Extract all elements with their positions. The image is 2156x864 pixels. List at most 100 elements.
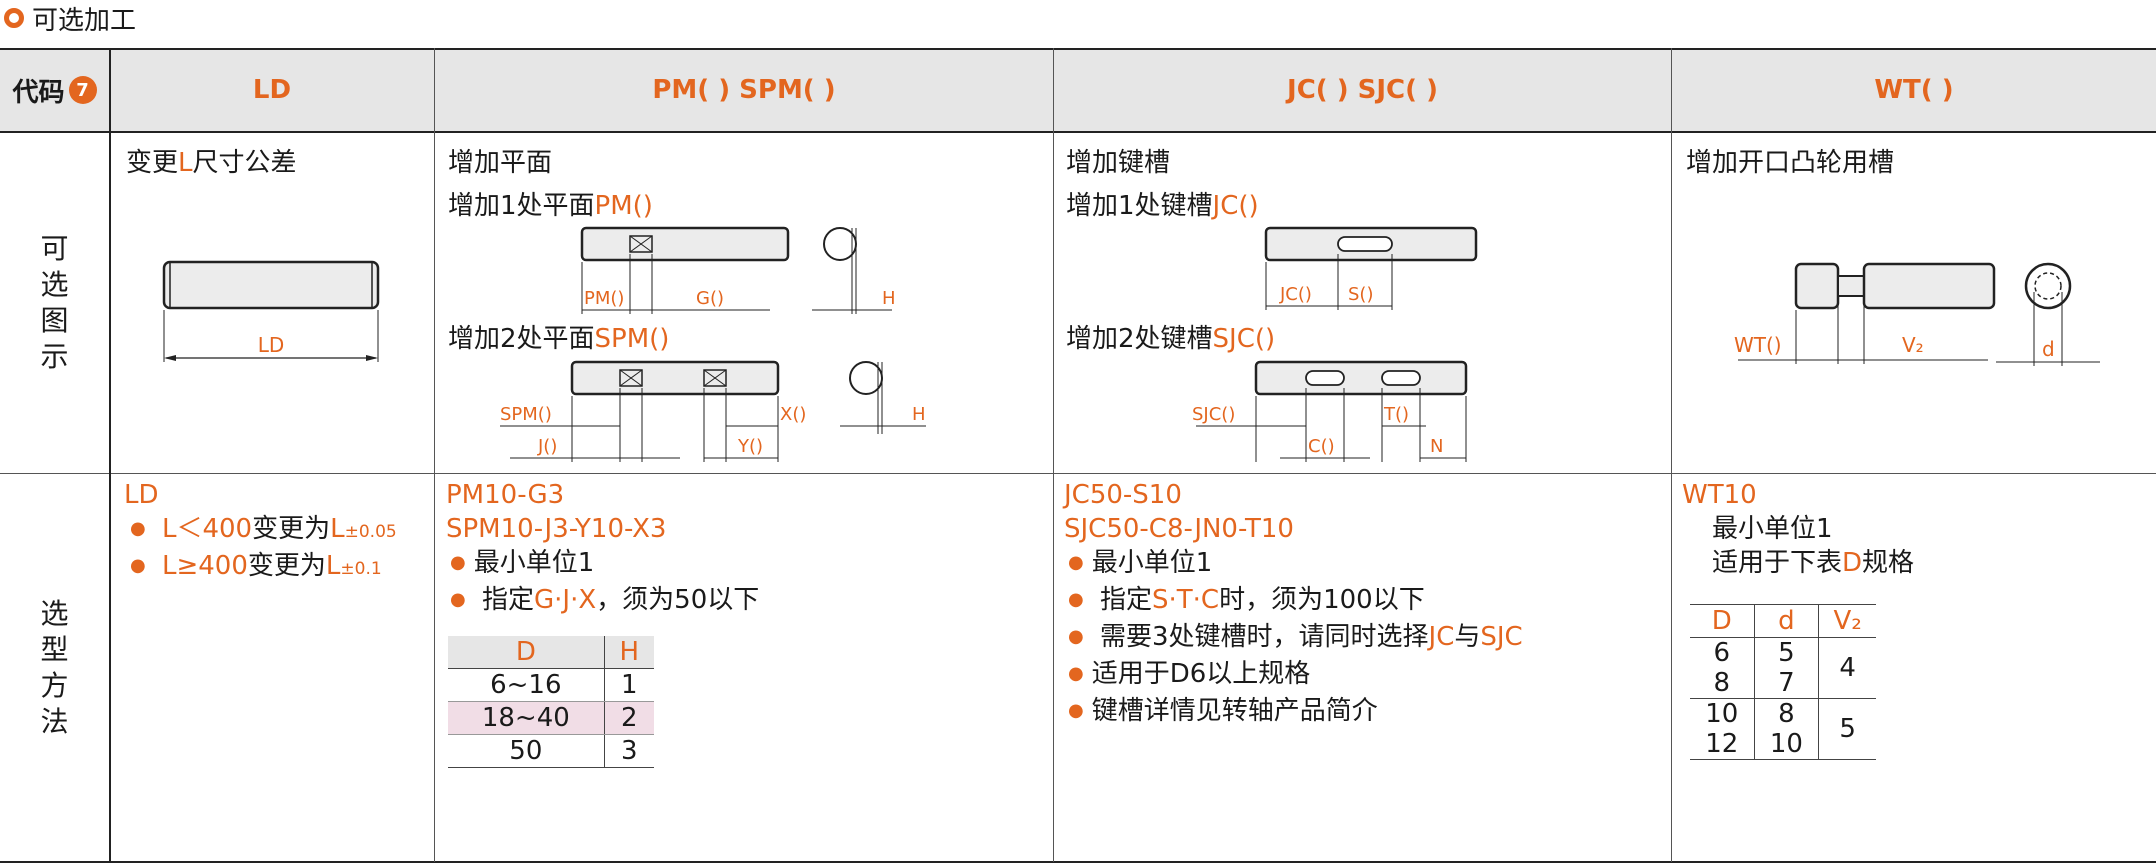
column-divider-2 [1053,48,1054,862]
wt-dim-v2: V₂ [1902,333,1924,357]
row-label-diagram: 可 选 图 示 [0,133,109,473]
label-column-divider [109,48,111,862]
jc-item-5: 键槽详情见转轴产品简介 [1068,694,1523,731]
ld-opt2-sub: ±0.1 [340,559,382,579]
wt-table-header-d: D [1690,604,1755,638]
section-title-text: 可选加工 [32,5,137,36]
wt-line2-hl: D [1842,548,1863,578]
ld-title-post: 尺寸公差 [192,148,297,178]
jc-item3-hl1: JC [1428,622,1455,652]
pm-dim-j: J() [537,436,557,457]
table-row: 6 5 4 [1690,637,1876,699]
row-label-char: 选 [40,596,69,630]
row-divider [0,473,2156,474]
pm-dim-pm: PM() [584,288,624,309]
table-cell: 10 [1754,729,1820,760]
jc-sub2: 增加2处键槽SJC() [1066,322,1275,356]
jc-sub1-pre: 增加1处键槽 [1066,191,1213,221]
table-row: 12 10 [1690,729,1876,760]
jc-item-1: 最小单位1 [1068,546,1523,583]
wt-line-1: 最小单位1 [1712,514,1833,544]
header-jc: JC( ) SJC( ) [1287,75,1438,105]
jc-dim-t: T() [1383,404,1409,425]
header-wt: WT( ) [1874,75,1954,105]
table-header-background [0,49,2156,131]
table-cell: 1 [604,668,654,702]
code-badge: 7 [68,76,97,104]
table-row: 10 8 5 [1690,698,1876,760]
wt-dim-d: d [2042,337,2055,361]
pm-diagram-title: 增加平面 [448,148,553,178]
jc-double-keyway-drawing: SJC() T() C() N [1192,360,1468,462]
pm-dim-spm: SPM() [500,404,552,425]
wt-line2-post: 规格 [1862,548,1915,578]
table-cell: 7 [1754,668,1820,699]
jc-item3-pre: 需要3处键槽时，请同时选择 [1099,622,1429,652]
jc-code-2: SJC50-C8-JN0-T10 [1064,514,1294,544]
jc-sub2-hl: SJC() [1212,324,1276,354]
jc-item-2: 指定S·T·C时，须为100以下 [1068,583,1523,620]
table-cell: 6 [1690,637,1755,668]
jc-item3-mid: 与 [1454,622,1481,652]
table-cell: 3 [604,734,654,768]
jc-item2-hl: S·T·C [1152,585,1220,615]
header-ld: LD [252,75,292,105]
wt-line2-pre: 适用于下表 [1712,548,1843,578]
jc-sub1-hl: JC() [1212,191,1259,221]
jc-single-keyway-drawing: JC() S() [1264,226,1478,310]
pm-double-flat-drawing: SPM() J() Y() X() H [500,360,926,462]
code-header-label: 代码 [12,77,65,108]
ld-opt1-hl: L [330,514,345,544]
wt-dim-wt: WT() [1734,333,1782,357]
row-label-char: 可 [40,232,69,265]
jc-item3-hl2: SJC [1480,622,1523,652]
table-row: 50 3 [448,734,654,768]
jc-item-3: 需要3处键槽时，请同时选择JC与SJC [1068,620,1523,657]
pm-dim-h2: H [912,404,926,425]
table-cell: 5 [1754,637,1820,668]
ld-shaft-drawing: LD [162,260,380,362]
wt-diagram-title: 增加开口凸轮用槽 [1686,148,1895,178]
pm-item-2: 指定G·J·X，须为50以下 [450,583,759,620]
table-row: 8 7 [1690,668,1876,699]
ld-dim-label: LD [258,333,285,357]
pm-sub2-pre: 增加2处平面 [448,324,595,354]
jc-diagram-title: 增加键槽 [1066,148,1171,178]
jc-item2-post: 时，须为100以下 [1219,585,1425,615]
header-bottom-border [0,131,2156,133]
ld-option-1: L＜400变更为L±0.05 [130,512,397,549]
jc-dim-s: S() [1348,284,1373,305]
pm-sub1-hl: PM() [594,191,653,221]
pm-sub2: 增加2处平面SPM() [448,322,669,356]
table-bottom-border [0,861,2156,863]
ld-diagram-title: 变更L尺寸公差 [126,146,297,180]
jc-item-4: 适用于D6以上规格 [1068,657,1523,694]
row-label-char: 方 [40,668,69,702]
jc-dim-n: N [1430,436,1443,457]
table-cell: 8 [1754,698,1820,729]
pm-item2-post: ，须为50以下 [596,585,760,615]
pm-table-header-h: H [604,636,654,669]
pm-item2-pre: 指定 [481,585,534,615]
pm-dim-x: X() [780,404,806,425]
ld-opt1-mid: 变更为 [252,514,331,544]
pm-code-1: PM10-G3 [446,480,565,510]
pm-item-1: 最小单位1 [450,546,759,583]
column-divider-3 [1671,48,1672,862]
table-cell: 18~40 [448,701,605,735]
table-cell: 4 [1818,637,1876,699]
jc-dim-sjc: SJC() [1192,404,1235,425]
row-label-char: 示 [40,340,69,373]
jc-selection: JC50-S10 SJC50-C8-JN0-T10 最小单位1 指定S·T·C时… [1064,478,1523,731]
table-cell: 50 [448,734,605,768]
wt-cam-groove-drawing: WT() V₂ d [1734,262,2100,366]
pm-dim-g: G() [696,288,724,309]
table-top-border [0,48,2156,50]
table-cell: 5 [1818,698,1876,760]
wt-table-header-dd: d [1754,604,1820,638]
ld-title-hl: L [178,148,193,178]
header-pm: PM( ) SPM( ) [652,75,836,105]
pm-sub1: 增加1处平面PM() [448,189,653,223]
ld-option-2: L≥400变更为L±0.1 [130,549,397,586]
pm-code-2: SPM10-J3-Y10-X3 [446,514,667,544]
